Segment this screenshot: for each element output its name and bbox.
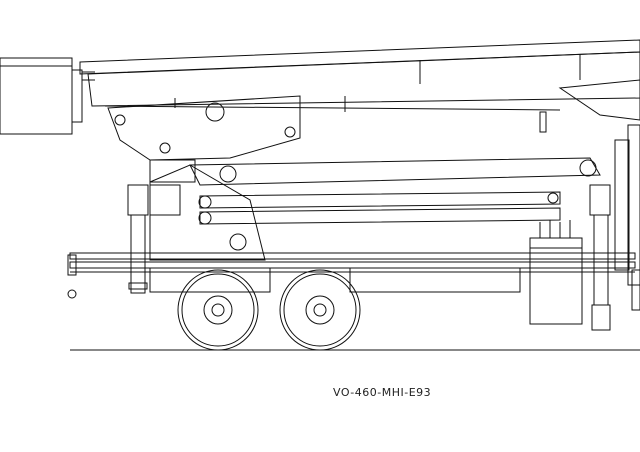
bucket	[0, 57, 95, 135]
boom-linkage	[107, 95, 547, 183]
wheel-front-axle	[177, 269, 259, 351]
lower-boom	[149, 157, 601, 261]
upper-boom	[79, 39, 640, 121]
wheel-rear-axle	[279, 269, 361, 351]
drawing-caption: VO-460-MHI-E93	[333, 386, 432, 399]
outriggers	[128, 214, 611, 331]
turret-box	[529, 220, 583, 325]
pedestals	[127, 124, 640, 286]
chassis-frame	[67, 252, 640, 311]
